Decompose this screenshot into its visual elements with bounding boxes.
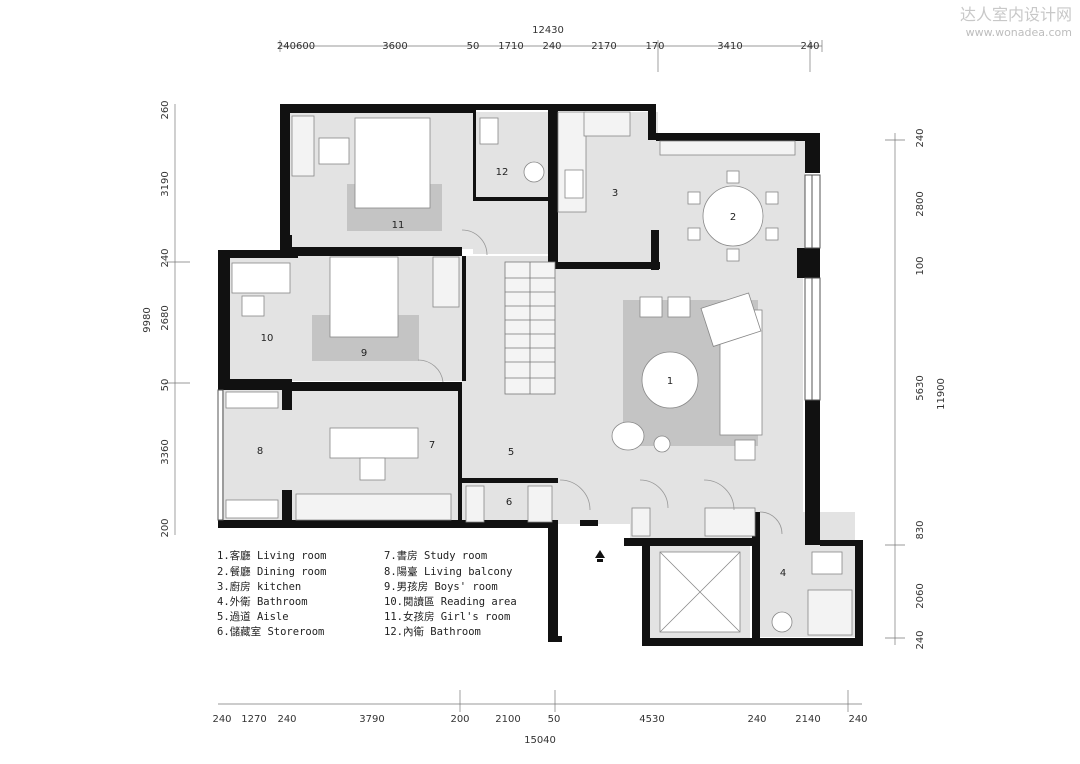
furniture <box>225 111 853 636</box>
left-dimension-3: 240 <box>160 248 171 267</box>
top-dimensions: 12430 240600 3600 50 1710 240 2170 170 3… <box>277 25 820 52</box>
right-dimensions: 240 2800 100 5630 830 2060 240 11900 <box>915 128 947 649</box>
top-dimension-5: 240 <box>542 41 561 52</box>
bottom-dimension-1: 240 <box>212 714 231 725</box>
room-numbers: 1 2 3 4 5 6 7 8 9 10 11 12 <box>257 167 786 579</box>
right-dimension-6: 2060 <box>915 583 926 608</box>
bottom-dimension-8: 4530 <box>639 714 664 725</box>
watermark-url: www.wonadea.com <box>966 26 1072 39</box>
legend-item-9: 9.男孩房 Boys' room <box>384 580 498 593</box>
room-number-8: 8 <box>257 446 263 457</box>
legend: 1.客廳 Living room 2.餐廳 Dining room 3.廚房 k… <box>217 549 517 638</box>
left-total-dimension: 9980 <box>142 307 153 332</box>
right-dimension-1: 240 <box>915 128 926 147</box>
top-total-dimension: 12430 <box>532 25 564 36</box>
room-number-2: 2 <box>730 212 736 223</box>
legend-item-3: 3.廚房 kitchen <box>217 580 301 593</box>
room-number-11: 11 <box>392 220 405 231</box>
top-dimension-3: 50 <box>467 41 480 52</box>
right-dimension-3: 100 <box>915 256 926 275</box>
bottom-dimension-3: 240 <box>277 714 296 725</box>
bottom-dimension-9: 240 <box>747 714 766 725</box>
room-number-1: 1 <box>667 376 673 387</box>
bottom-dimension-11: 240 <box>848 714 867 725</box>
bottom-dimension-7: 50 <box>548 714 561 725</box>
bottom-dimension-4: 3790 <box>359 714 384 725</box>
left-dimension-4: 2680 <box>160 305 171 330</box>
bottom-dimension-10: 2140 <box>795 714 820 725</box>
room-number-7: 7 <box>429 440 435 451</box>
legend-item-10: 10.閱讀區 Reading area <box>384 595 517 608</box>
room-number-10: 10 <box>261 333 274 344</box>
bottom-total-dimension: 15040 <box>524 735 556 746</box>
top-dimension-1: 240600 <box>277 41 315 52</box>
bottom-dimensions: 240 1270 240 3790 200 2100 50 4530 240 2… <box>212 714 867 746</box>
top-dimension-6: 2170 <box>591 41 616 52</box>
legend-item-12: 12.內衛 Bathroom <box>384 625 481 638</box>
legend-item-7: 7.書房 Study room <box>384 549 487 562</box>
left-dimension-6: 3360 <box>160 439 171 464</box>
right-total-dimension: 11900 <box>936 378 947 410</box>
legend-item-5: 5.過道 Aisle <box>217 610 289 623</box>
watermark-name: 达人室内设计网 <box>960 5 1072 24</box>
legend-item-8: 8.陽臺 Living balcony <box>384 565 512 578</box>
bottom-dimension-2: 1270 <box>241 714 266 725</box>
doors <box>417 229 783 535</box>
right-dimension-7: 240 <box>915 630 926 649</box>
legend-item-6: 6.儲藏室 Storeroom <box>217 625 324 638</box>
left-dimension-2: 3190 <box>160 171 171 196</box>
room-number-12: 12 <box>496 167 509 178</box>
legend-item-2: 2.餐廳 Dining room <box>217 565 327 578</box>
top-dimension-2: 3600 <box>382 41 407 52</box>
entrance-arrow-icon <box>595 550 605 562</box>
top-dimension-8: 3410 <box>717 41 742 52</box>
left-dimensions: 9980 260 3190 240 2680 50 3360 200 <box>142 100 171 537</box>
room-number-5: 5 <box>508 447 514 458</box>
left-dimension-7: 200 <box>160 518 171 537</box>
top-dimension-7: 170 <box>645 41 664 52</box>
walls <box>218 104 863 646</box>
legend-item-4: 4.外衛 Bathroom <box>217 595 308 608</box>
left-dimension-5: 50 <box>160 379 171 392</box>
room-number-4: 4 <box>780 568 786 579</box>
bottom-dimension-5: 200 <box>450 714 469 725</box>
room-number-9: 9 <box>361 348 367 359</box>
bottom-dimension-6: 2100 <box>495 714 520 725</box>
legend-item-1: 1.客廳 Living room <box>217 549 327 562</box>
left-dimension-1: 260 <box>160 100 171 119</box>
staircase <box>504 261 556 395</box>
right-dimension-2: 2800 <box>915 191 926 216</box>
right-dimension-4: 5630 <box>915 375 926 400</box>
windows <box>217 174 821 521</box>
dimension-lines <box>165 40 905 712</box>
room-number-3: 3 <box>612 188 618 199</box>
top-dimension-4: 1710 <box>498 41 523 52</box>
right-dimension-5: 830 <box>915 520 926 539</box>
room-number-6: 6 <box>506 497 512 508</box>
legend-item-11: 11.女孩房 Girl's room <box>384 610 510 623</box>
top-dimension-9: 240 <box>800 41 819 52</box>
